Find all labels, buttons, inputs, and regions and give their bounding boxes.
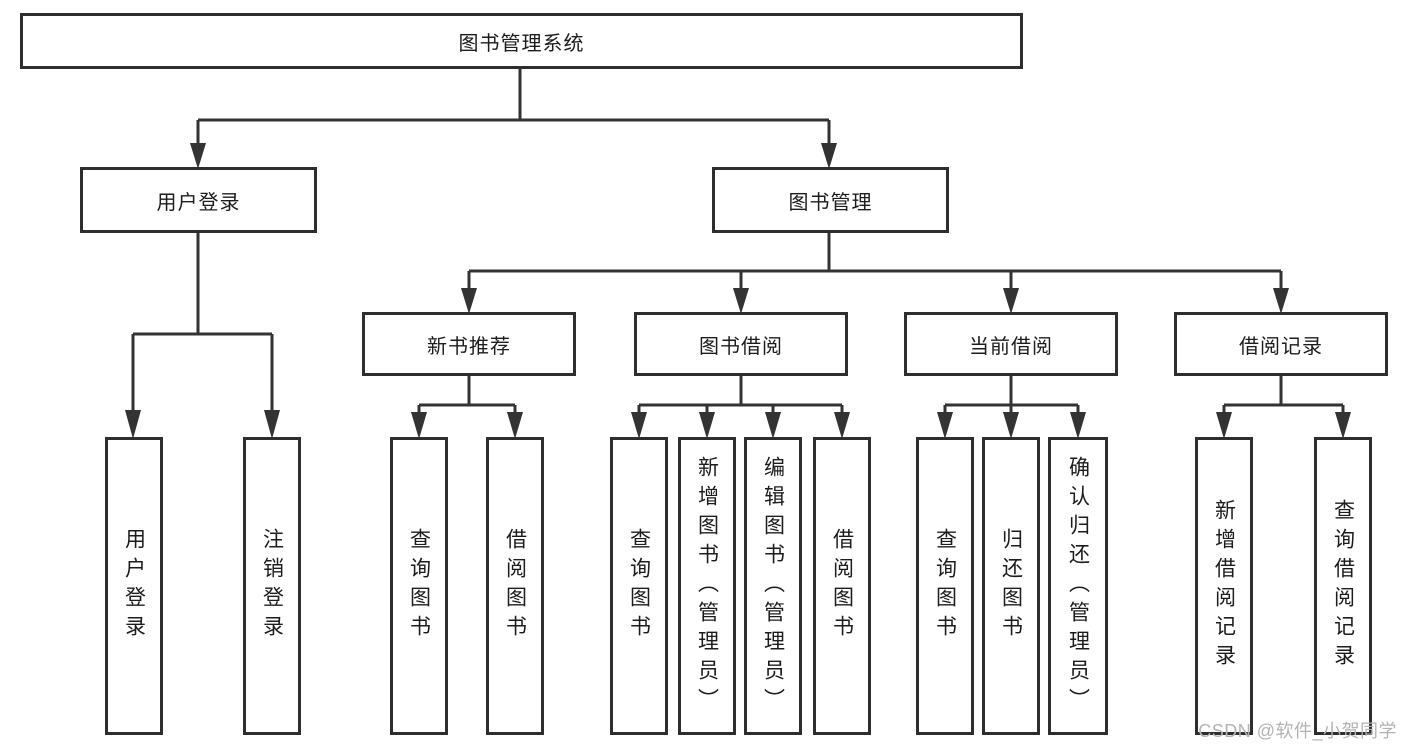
leaf-query-book-3: 查询图书 [916, 437, 974, 735]
connector-root-to-level2 [190, 69, 837, 169]
leaf-return-book: 归还图书 [982, 437, 1040, 735]
leaf-borrow-book-1-label: 借阅图书 [503, 528, 527, 644]
connector-records-to-leaves [1216, 376, 1351, 439]
node-book-management: 图书管理 [712, 167, 949, 233]
leaf-add-book-admin-label: 新增图书（管理员） [695, 455, 719, 717]
leaf-query-borrow-record-label: 查询借阅记录 [1331, 499, 1355, 673]
leaf-logout-label: 注销登录 [260, 528, 284, 644]
node-book-borrow: 图书借阅 [634, 312, 848, 376]
node-book-management-label: 图书管理 [788, 191, 873, 214]
node-borrow-records: 借阅记录 [1174, 312, 1388, 376]
leaf-borrow-book-1: 借阅图书 [486, 437, 544, 735]
leaf-query-book-2-label: 查询图书 [627, 528, 651, 644]
leaf-query-book-2: 查询图书 [610, 437, 668, 735]
leaf-edit-book-admin-label: 编辑图书（管理员） [761, 455, 785, 717]
node-current-borrow-label: 当前借阅 [969, 335, 1053, 358]
leaf-query-book-3-label: 查询图书 [933, 528, 957, 644]
connector-borrow-to-leaves [631, 376, 850, 439]
node-current-borrow: 当前借阅 [904, 312, 1118, 376]
leaf-edit-book-admin: 编辑图书（管理员） [744, 437, 802, 735]
leaf-query-borrow-record: 查询借阅记录 [1314, 437, 1372, 735]
leaf-query-book-1: 查询图书 [390, 437, 448, 735]
leaf-return-book-label: 归还图书 [999, 528, 1023, 644]
leaf-add-borrow-record-label: 新增借阅记录 [1212, 499, 1236, 673]
node-root-system: 图书管理系统 [20, 13, 1023, 69]
connector-newbook-to-leaves [411, 376, 523, 439]
leaf-logout: 注销登录 [243, 437, 301, 735]
leaf-user-login: 用户登录 [105, 437, 163, 735]
leaf-add-borrow-record: 新增借阅记录 [1195, 437, 1253, 735]
leaf-confirm-return-admin: 确认归还（管理员） [1048, 437, 1108, 735]
leaf-user-login-label: 用户登录 [122, 528, 146, 644]
node-new-book-recommend: 新书推荐 [362, 312, 576, 376]
node-user-login: 用户登录 [80, 167, 317, 233]
leaf-borrow-book-2: 借阅图书 [813, 437, 871, 735]
node-book-borrow-label: 图书借阅 [699, 335, 783, 358]
node-root-system-label: 图书管理系统 [458, 32, 585, 55]
leaf-add-book-admin: 新增图书（管理员） [678, 437, 736, 735]
leaf-borrow-book-2-label: 借阅图书 [830, 528, 854, 644]
connector-bookmgmt-to-level3 [461, 233, 1289, 314]
node-new-book-recommend-label: 新书推荐 [427, 335, 511, 358]
csdn-watermark: CSDN @软件_小贺同学 [1198, 721, 1397, 741]
node-user-login-label: 用户登录 [156, 191, 241, 214]
node-borrow-records-label: 借阅记录 [1239, 335, 1323, 358]
connector-userlogin-to-leaves [125, 233, 280, 439]
connector-current-to-leaves [937, 376, 1086, 439]
leaf-query-book-1-label: 查询图书 [407, 528, 431, 644]
leaf-confirm-return-admin-label: 确认归还（管理员） [1066, 455, 1090, 717]
